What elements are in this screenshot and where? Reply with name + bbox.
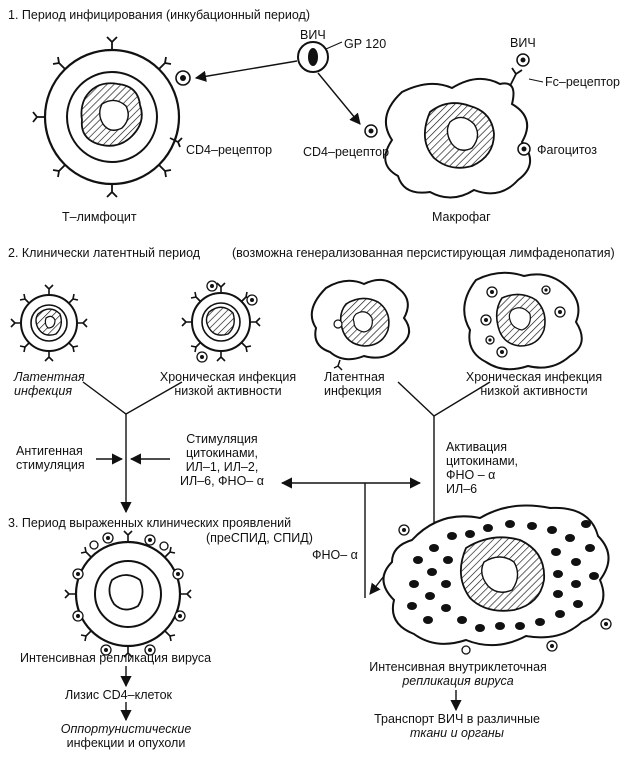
latent-macrophage: [310, 278, 411, 371]
chronic-t-cell: [181, 280, 261, 363]
cytokine-stim-l1: Стимуляция: [186, 432, 258, 446]
chronic-right-l1: Хроническая инфекция: [465, 370, 603, 384]
chronic-right-l2: низкой активности: [480, 384, 588, 398]
antigen-stim-l1: Антигенная: [16, 444, 83, 458]
hiv-label: ВИЧ: [300, 28, 326, 42]
cd4-lysis-label: Лизис CD4–клеток: [65, 688, 173, 702]
cytokine-stim-l4: ИЛ–6, ФНО– α: [180, 474, 264, 488]
transport-l2: ткани и органы: [410, 726, 504, 740]
arrow-tnf-release: [369, 575, 385, 595]
t-lymphocyte-label: Т–лимфоцит: [62, 210, 137, 224]
fc-receptor-label: Fc–рецептор: [545, 75, 620, 89]
stage2-title: 2. Клинически латентный период: [8, 246, 201, 260]
chronic-left-l2: низкой активности: [174, 384, 282, 398]
stage1-title: 1. Период инфицирования (инкубационный п…: [8, 8, 310, 22]
hiv-virion: [297, 41, 343, 73]
activation-l4: ИЛ–6: [446, 482, 478, 496]
cytokine-stim-l3: ИЛ–1, ИЛ–2,: [185, 460, 259, 474]
macrophage-cell: [364, 53, 544, 199]
cd4-receptor-m-label: CD4–рецептор: [303, 145, 390, 159]
stage2-note: (возможна генерализованная персистирующа…: [232, 246, 615, 260]
cd4-receptor-t-label: CD4–рецептор: [186, 143, 273, 157]
latent-left-l2: инфекция: [14, 384, 73, 398]
hiv-macrophage-label: ВИЧ: [510, 36, 536, 50]
chronic-left-l1: Хроническая инфекция: [159, 370, 297, 384]
arrow-hiv-to-t-cell: [194, 60, 298, 82]
latent-right-l1: Латентная: [324, 370, 385, 384]
activated-macrophage: [382, 504, 612, 655]
intense-replication-label: Интенсивная репликация вируса: [20, 651, 212, 665]
transport-l1: Транспорт ВИЧ в различные: [374, 712, 540, 726]
stage3-note: (преСПИД, СПИД): [206, 531, 313, 545]
chronic-macrophage: [463, 271, 583, 371]
latent-left-l1: Латентная: [14, 370, 85, 384]
infected-t-cell: [64, 530, 192, 658]
arrow-hiv-to-macrophage: [317, 72, 361, 125]
phagocytosis-label: Фагоцитоз: [537, 143, 597, 157]
opportunistic-l2: инфекции и опухоли: [66, 736, 186, 750]
antigen-stim-l2: стимуляция: [16, 458, 85, 472]
intracellular-l2: репликация вируса: [402, 674, 514, 688]
activation-l3: ФНО – α: [446, 468, 496, 482]
tnf-label: ФНО– α: [312, 548, 358, 562]
t-lymphocyte-cell: [32, 36, 191, 198]
stage3-title: 3. Период выраженных клинических проявле…: [8, 516, 292, 530]
intracellular-l1: Интенсивная внутриклеточная: [369, 660, 547, 674]
activation-l1: Активация: [446, 440, 508, 454]
latent-right-l2: инфекция: [324, 384, 382, 398]
gp120-label: GP 120: [344, 37, 387, 51]
cytokine-stim-l2: цитокинами,: [185, 446, 259, 460]
latent-t-cell: [10, 284, 88, 362]
macrophage-label: Макрофаг: [432, 210, 491, 224]
activation-l2: цитокинами,: [446, 454, 519, 468]
opportunistic-l1: Оппортунистические: [60, 722, 192, 736]
